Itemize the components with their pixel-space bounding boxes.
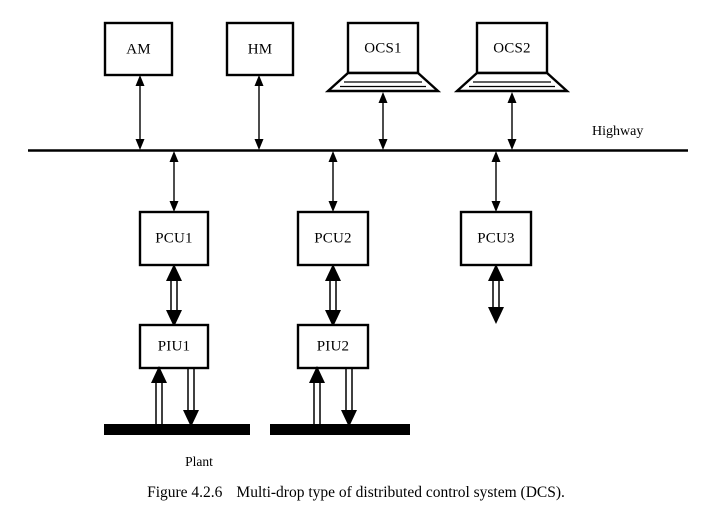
arrowhead-up — [309, 366, 325, 383]
arrowhead-down — [325, 310, 341, 327]
arrowhead-down — [135, 139, 145, 150]
arrowhead-down — [488, 307, 504, 324]
arrowhead-up — [135, 75, 145, 86]
piu2-box — [296, 323, 370, 370]
am-box — [103, 21, 174, 77]
arrowhead-up — [488, 264, 504, 281]
connector-ocs2-highway — [507, 92, 517, 150]
node-am[interactable]: AM — [103, 21, 174, 77]
connector-pcu2-piu2 — [325, 264, 341, 327]
piu1-box — [138, 323, 210, 370]
node-piu2[interactable]: PIU2 — [296, 323, 370, 370]
caption-text: Multi-drop type of distributed control s… — [236, 484, 565, 501]
piu1-label: PIU1 — [158, 338, 190, 354]
arrowhead-down — [169, 201, 179, 212]
arrowhead-up — [151, 366, 167, 383]
arrowhead-down — [254, 139, 264, 150]
connector-plant-piu2-up — [309, 366, 325, 424]
arrowhead-up — [328, 151, 338, 162]
arrowhead-down — [328, 201, 338, 212]
connector-pcu3-open-end — [488, 264, 504, 324]
arrowhead-up — [325, 264, 341, 281]
connector-piu1-plant-down — [183, 368, 199, 427]
arrowhead-up — [166, 264, 182, 281]
arrowhead-down — [341, 410, 357, 427]
connector-plant-piu1-up — [151, 366, 167, 424]
arrowhead-down — [166, 310, 182, 327]
arrowhead-up — [491, 151, 501, 162]
am-label: AM — [126, 41, 151, 57]
pcu1-label: PCU1 — [155, 230, 192, 246]
arrowhead-down — [378, 139, 388, 150]
plant-bar-right — [270, 424, 410, 435]
pcu2-box — [296, 210, 370, 267]
hm-box — [225, 21, 295, 77]
node-hm[interactable]: HM — [225, 21, 295, 77]
hm-label: HM — [248, 41, 273, 57]
ocs1-label: OCS1 — [364, 40, 401, 56]
connector-hm-highway — [254, 75, 264, 150]
connector-am-highway — [135, 75, 145, 150]
arrowhead-down — [507, 139, 517, 150]
node-pcu3[interactable]: PCU3 — [459, 210, 533, 267]
arrowhead-up — [254, 75, 264, 86]
connector-highway-pcu3 — [491, 151, 501, 212]
node-ocs2[interactable]: OCS2 — [453, 21, 571, 93]
connector-highway-pcu1 — [169, 151, 179, 212]
connector-ocs1-highway — [378, 92, 388, 150]
arrowhead-down — [491, 201, 501, 212]
node-ocs1[interactable]: OCS1 — [324, 21, 442, 93]
figure-caption: Figure 4.2.6 Multi-drop type of distribut… — [0, 484, 712, 502]
node-pcu2[interactable]: PCU2 — [296, 210, 370, 267]
piu2-label: PIU2 — [317, 338, 349, 354]
caption-number: Figure 4.2.6 — [147, 484, 223, 501]
highway-bus: Highway — [28, 124, 688, 152]
arrowhead-up — [507, 92, 517, 103]
connector-pcu1-piu1 — [166, 264, 182, 327]
arrowhead-up — [378, 92, 388, 103]
arrowhead-up — [169, 151, 179, 162]
connector-highway-pcu2 — [328, 151, 338, 212]
pcu2-label: PCU2 — [314, 230, 351, 246]
plant-bar-left — [104, 424, 250, 435]
highway-label: Highway — [592, 124, 643, 139]
connector-piu2-plant-down — [341, 368, 357, 427]
node-piu1[interactable]: PIU1 — [138, 323, 210, 370]
ocs2-label: OCS2 — [493, 40, 530, 56]
arrowhead-down — [183, 410, 199, 427]
plant-label: Plant — [185, 454, 213, 469]
pcu3-box — [459, 210, 533, 267]
node-pcu1[interactable]: PCU1 — [138, 210, 210, 267]
pcu3-label: PCU3 — [477, 230, 514, 246]
